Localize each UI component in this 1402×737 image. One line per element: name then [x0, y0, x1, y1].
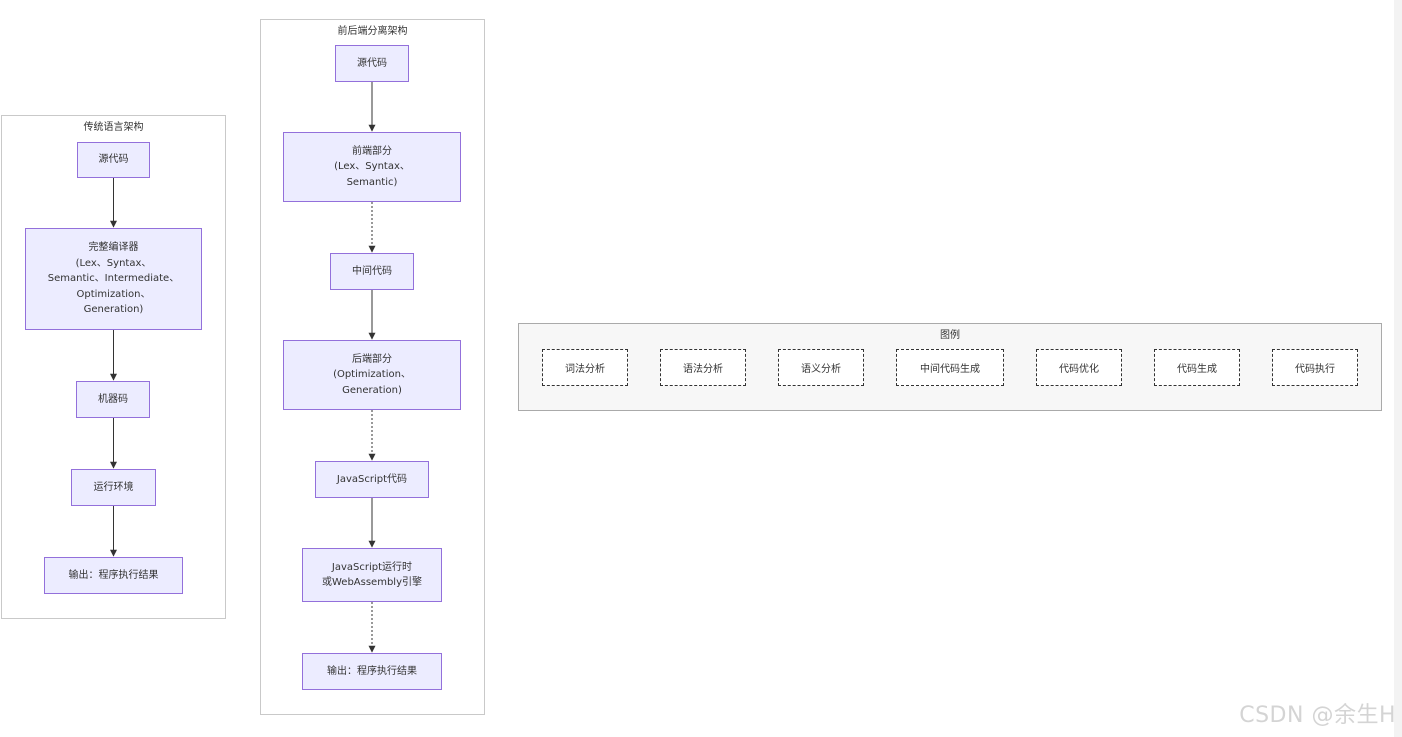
traditional-compiler-node: 完整编译器 (Lex、Syntax、 Semantic、Intermediate… — [25, 228, 202, 330]
split-runtime-engine-node: JavaScript运行时 或WebAssembly引擎 — [302, 548, 442, 602]
split-architecture-title: 前后端分离架构 — [337, 26, 408, 37]
legend-item-ir-generation: 中间代码生成 — [896, 349, 1004, 386]
traditional-architecture-title: 传统语言架构 — [83, 122, 144, 133]
csdn-watermark: CSDN @余生H — [1239, 703, 1396, 728]
legend-group: 图例 词法分析 语法分析 语义分析 中间代码生成 代码优化 代码生成 代码执行 — [518, 323, 1382, 411]
split-source-code-node: 源代码 — [335, 45, 409, 82]
legend-item-code-generation: 代码生成 — [1154, 349, 1240, 386]
split-javascript-code-node: JavaScript代码 — [315, 461, 429, 498]
legend-title: 图例 — [940, 330, 960, 341]
traditional-architecture-group: 传统语言架构 — [1, 115, 226, 619]
legend-item-lexical-analysis: 词法分析 — [542, 349, 628, 386]
split-frontend-node: 前端部分 (Lex、Syntax、 Semantic) — [283, 132, 461, 202]
split-output-node: 输出：程序执行结果 — [302, 653, 442, 690]
split-intermediate-code-node: 中间代码 — [330, 253, 414, 290]
legend-item-code-execution: 代码执行 — [1272, 349, 1358, 386]
legend-item-semantic-analysis: 语义分析 — [778, 349, 864, 386]
split-backend-node: 后端部分 (Optimization、 Generation) — [283, 340, 461, 410]
legend-item-optimization: 代码优化 — [1036, 349, 1122, 386]
traditional-machine-code-node: 机器码 — [76, 381, 150, 418]
traditional-output-node: 输出：程序执行结果 — [44, 557, 183, 594]
legend-item-syntax-analysis: 语法分析 — [660, 349, 746, 386]
traditional-source-code-node: 源代码 — [77, 142, 150, 178]
traditional-runtime-node: 运行环境 — [71, 469, 156, 506]
page-right-edge — [1394, 0, 1402, 737]
